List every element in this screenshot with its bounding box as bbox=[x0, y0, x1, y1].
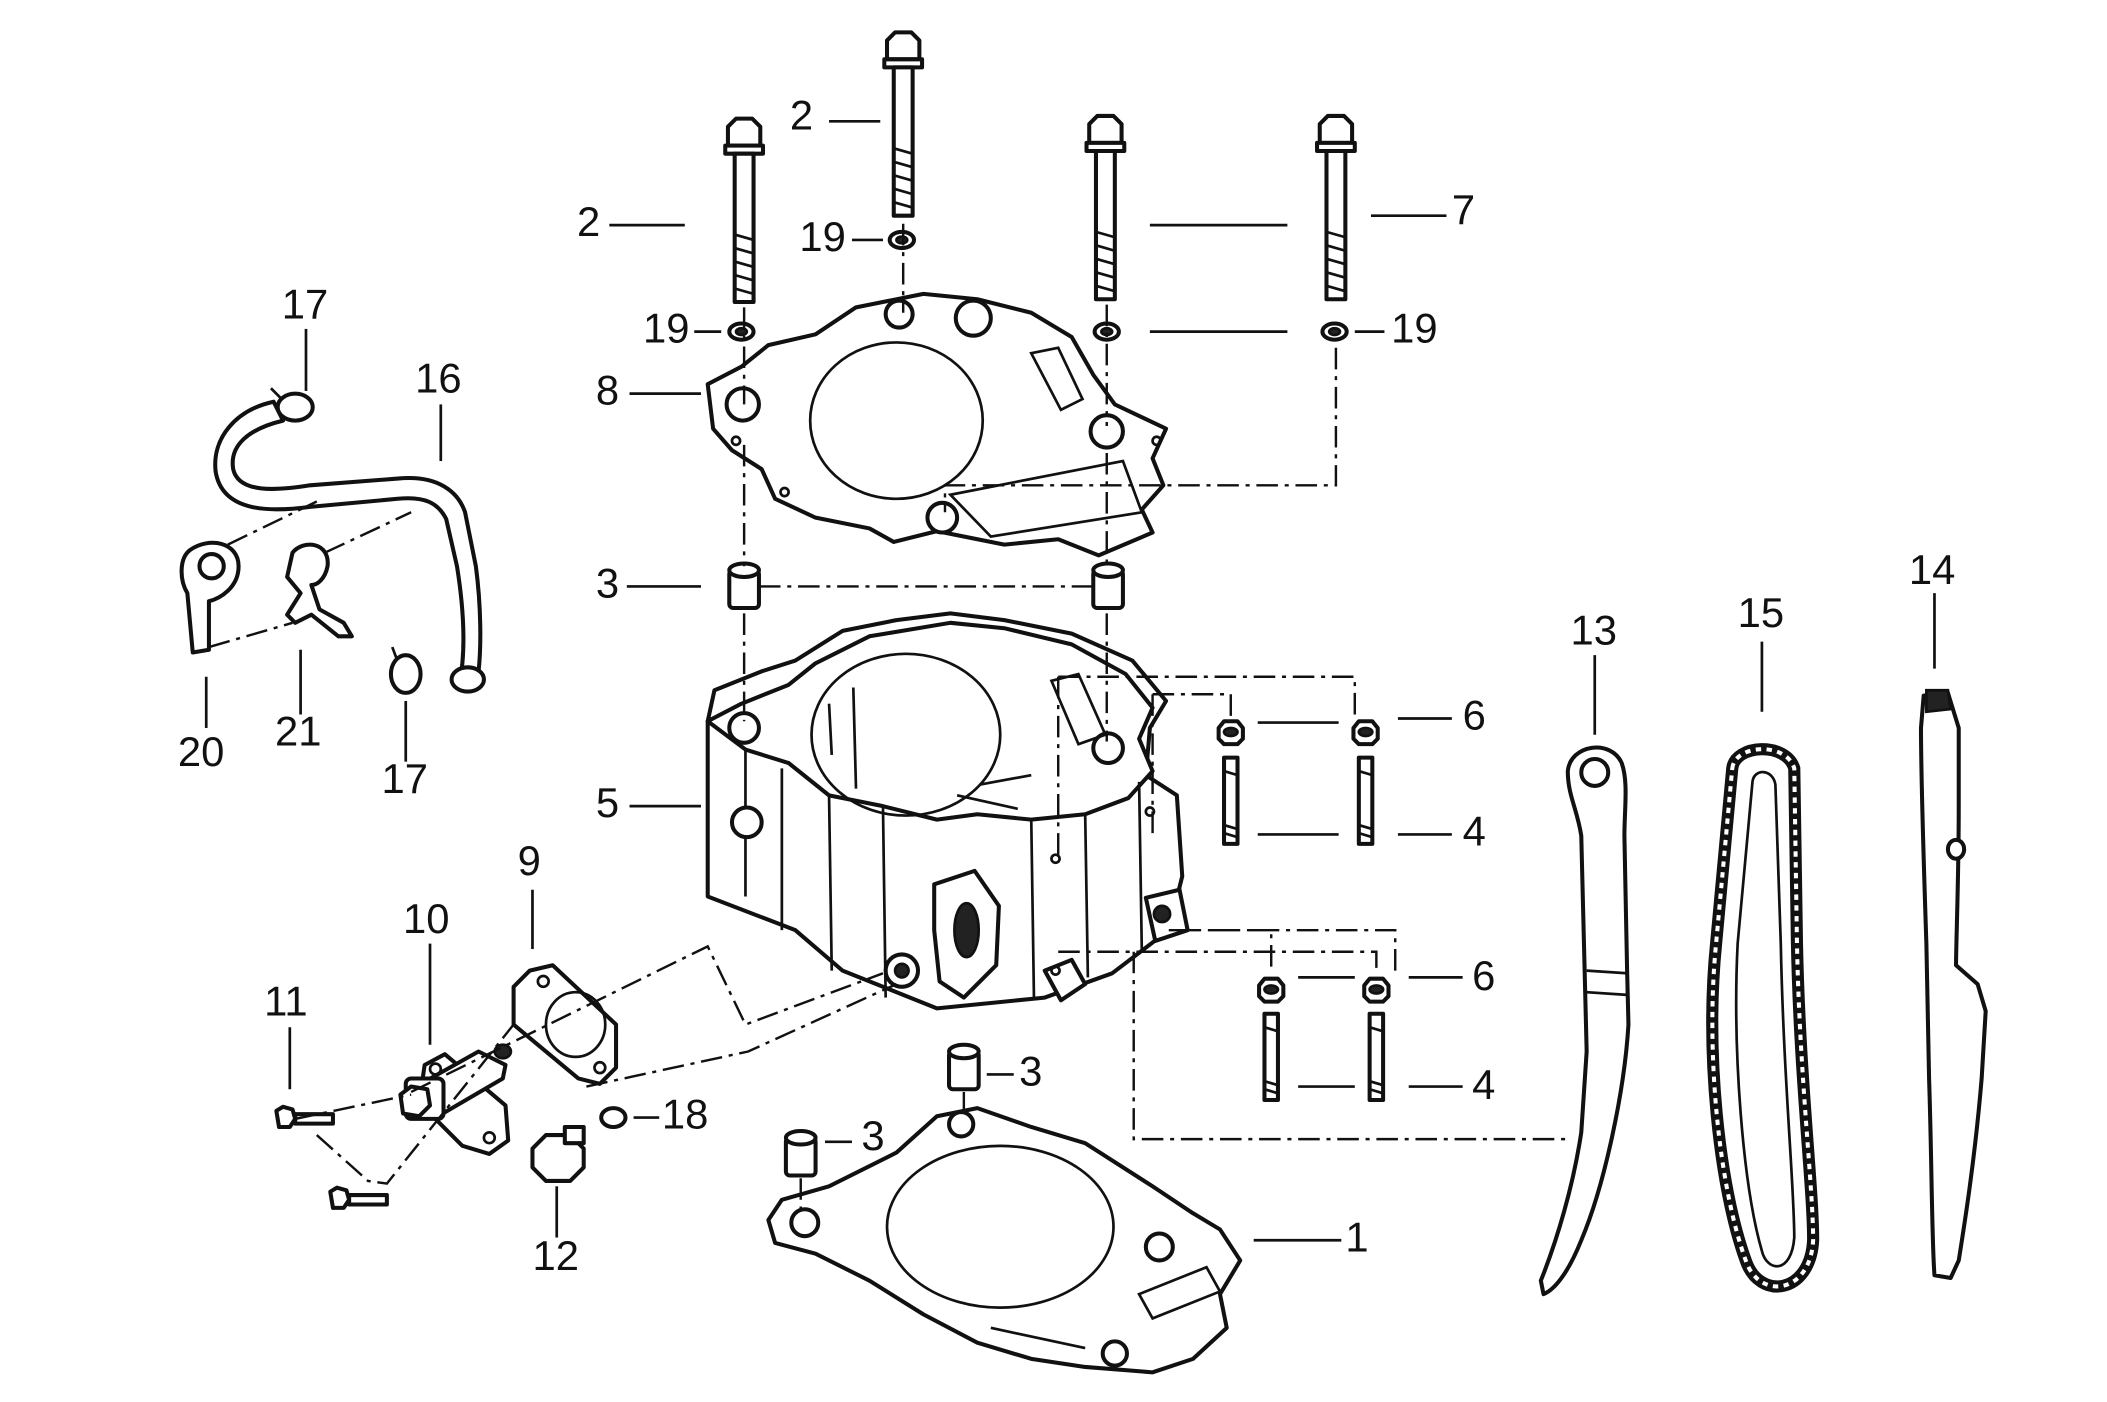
o-ring-18 bbox=[599, 1106, 628, 1130]
stud-4-upper-right bbox=[1359, 758, 1372, 844]
callout-labels: 1 2 2 3 3 3 4 4 5 6 6 7 8 9 10 11 12 13 … bbox=[178, 92, 1955, 1279]
cylinder-head-gasket bbox=[705, 291, 1169, 558]
callout-21: 21 bbox=[275, 708, 321, 755]
nut-6-lower-right bbox=[1364, 979, 1388, 1002]
dowel-pin-3-right bbox=[1093, 563, 1123, 607]
cam-chain-15 bbox=[1706, 743, 1820, 1293]
callout-17-upper: 17 bbox=[282, 280, 328, 327]
cam-chain-tensioner bbox=[398, 1043, 513, 1156]
hose-clamp-17-upper bbox=[269, 387, 315, 423]
callout-6-lower: 6 bbox=[1472, 952, 1495, 999]
chain-guide-14 bbox=[1918, 688, 1988, 1280]
callout-19-left: 19 bbox=[643, 305, 689, 352]
callout-9: 9 bbox=[518, 837, 541, 884]
stud-4-upper-left bbox=[1224, 758, 1237, 844]
hose-bracket-20 bbox=[179, 540, 241, 655]
cylinder-bolt-2-center bbox=[884, 32, 922, 215]
cylinder-bolt-7-left bbox=[1087, 116, 1125, 299]
stud-4-lower-left bbox=[1264, 1014, 1277, 1100]
callout-2-left: 2 bbox=[577, 198, 600, 245]
callout-14: 14 bbox=[1909, 546, 1955, 593]
dowel-pin-3-bottom bbox=[786, 1131, 816, 1175]
callout-15: 15 bbox=[1738, 589, 1784, 636]
callout-5: 5 bbox=[596, 779, 619, 826]
alignment-centerlines bbox=[208, 223, 1571, 1214]
callout-13: 13 bbox=[1570, 607, 1616, 654]
callout-19-center: 19 bbox=[799, 213, 845, 260]
callout-17-lower: 17 bbox=[381, 755, 427, 802]
callout-12: 12 bbox=[532, 1232, 578, 1279]
leader-lines bbox=[204, 119, 1936, 1242]
coolant-hose bbox=[213, 399, 486, 694]
nut-6-upper-right bbox=[1353, 721, 1377, 744]
dowel-pin-3-lower bbox=[949, 1045, 979, 1089]
callout-20: 20 bbox=[178, 728, 224, 775]
callout-4-upper: 4 bbox=[1463, 808, 1486, 855]
callout-7: 7 bbox=[1452, 186, 1475, 233]
cylinder-block bbox=[705, 611, 1190, 1011]
drain-plug-12 bbox=[530, 1124, 586, 1183]
hose-clip-21 bbox=[285, 542, 354, 639]
washer-19-left bbox=[729, 324, 753, 340]
callout-16: 16 bbox=[415, 355, 461, 402]
callout-18: 18 bbox=[662, 1091, 708, 1138]
washer-19-center bbox=[890, 232, 914, 248]
tensioner-bolt-11-lower bbox=[330, 1188, 387, 1208]
tensioner-gasket bbox=[511, 963, 619, 1086]
cylinder-bolt-7-right bbox=[1317, 116, 1355, 299]
hose-clamp-17-lower bbox=[388, 646, 423, 695]
washer-19-right bbox=[1322, 324, 1346, 340]
nut-6-upper-left bbox=[1219, 721, 1243, 744]
callout-3-upper: 3 bbox=[596, 559, 619, 606]
stud-4-lower-right bbox=[1370, 1014, 1383, 1100]
cylinder-bolt-2-left bbox=[725, 119, 763, 302]
cylinder-base-gasket bbox=[766, 1106, 1243, 1375]
callout-11: 11 bbox=[264, 977, 307, 1024]
callout-3-lower: 3 bbox=[861, 1112, 884, 1159]
dowel-pin-3-left bbox=[729, 563, 759, 607]
chain-guide-13 bbox=[1538, 745, 1631, 1297]
callout-10: 10 bbox=[403, 895, 449, 942]
callout-3-middle: 3 bbox=[1019, 1047, 1042, 1094]
callout-19-right: 19 bbox=[1391, 305, 1437, 352]
callout-1: 1 bbox=[1345, 1213, 1368, 1260]
callout-4-lower: 4 bbox=[1472, 1061, 1495, 1108]
callout-8: 8 bbox=[596, 367, 619, 414]
nut-6-lower-left bbox=[1259, 979, 1283, 1002]
callout-2-top: 2 bbox=[790, 92, 813, 139]
callout-6-upper: 6 bbox=[1463, 692, 1486, 739]
